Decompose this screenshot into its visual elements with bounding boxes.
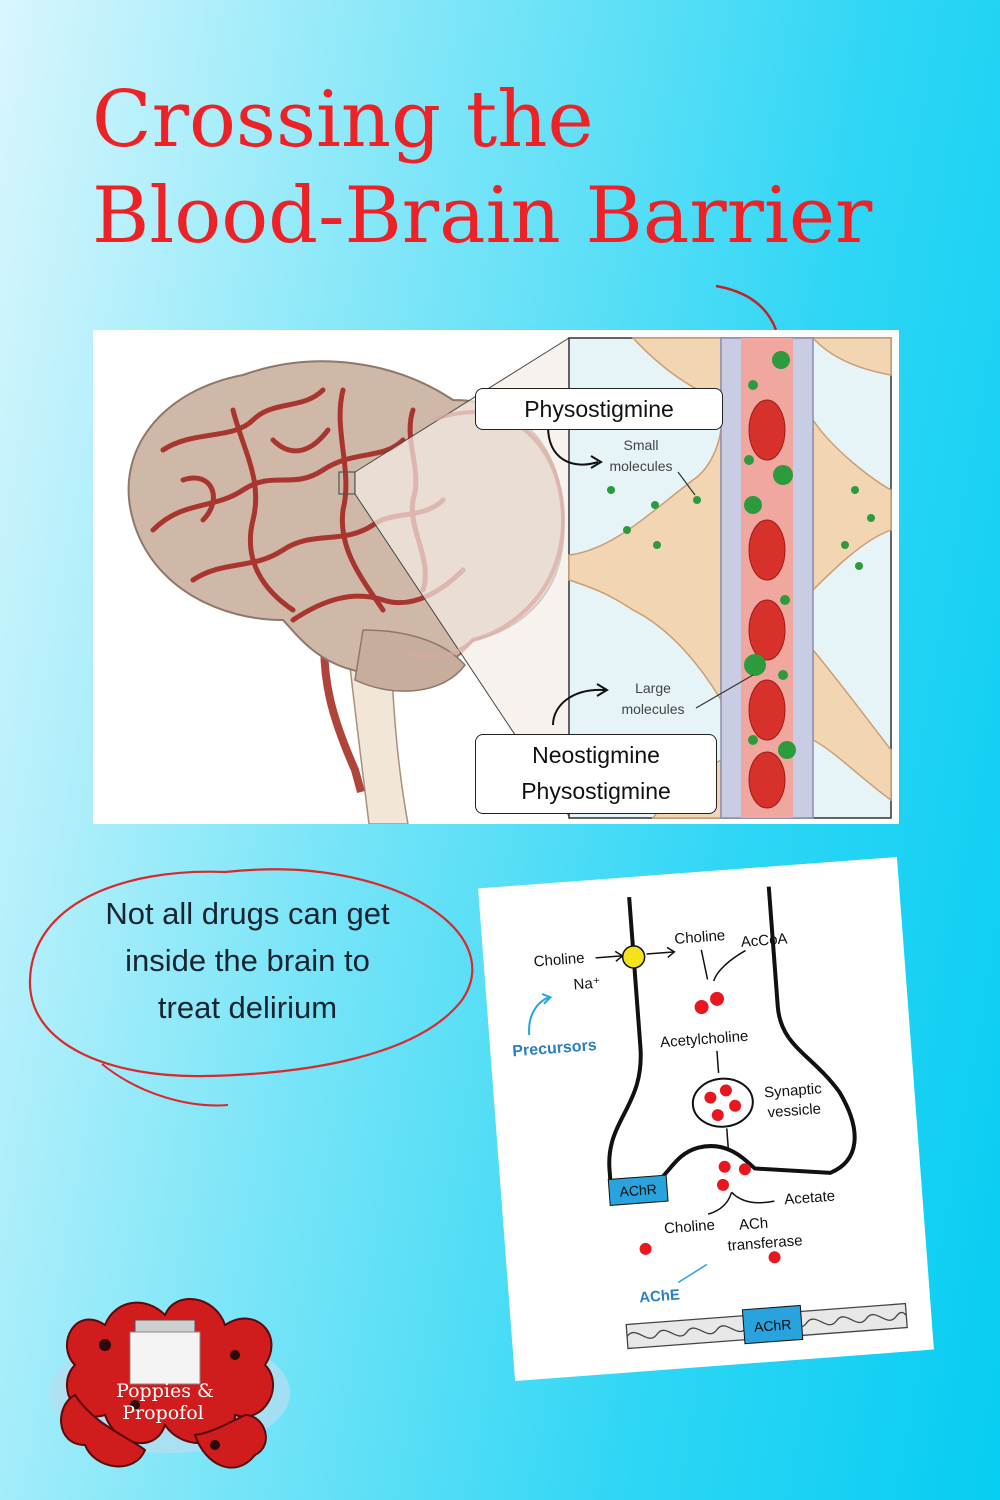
choline-top-label: Choline [674, 927, 726, 948]
small-molecules-label-2: molecules [609, 458, 672, 474]
title-line-2: Blood-Brain Barrier [92, 171, 873, 261]
precursors-label: Precursors [512, 1037, 598, 1060]
synapse-illustration: Choline Na⁺ Precursors Choline AcCoA Ace… [512, 886, 908, 1350]
accoa-label: AcCoA [740, 930, 788, 950]
synaptic-vesicle [691, 1077, 754, 1128]
cerebellum [354, 629, 466, 692]
ache-label: AChE [639, 1286, 681, 1306]
logo-line-1: Poppies & [116, 1380, 214, 1402]
poppies-propofol-logo: Poppies & Propofol [35, 1285, 305, 1485]
achr-bottom-label: AChR [753, 1316, 791, 1335]
physostigmine-text: Physostigmine [524, 396, 674, 422]
ach-transferase-label-2: transferase [727, 1232, 803, 1255]
large-drugs-label: Neostigmine Physostigmine [475, 734, 717, 814]
astrocyte-right-bottom [812, 647, 892, 802]
choline-bottom-label: Choline [663, 1217, 715, 1238]
achr-left-label: AChR [619, 1181, 657, 1200]
page-title: Crossing the Blood-Brain Barrier [92, 72, 872, 264]
choline-in-label: Choline [533, 950, 585, 971]
callout-bubble [28, 868, 474, 1107]
red-blood-cells [748, 399, 786, 809]
acetylcholine-dots [694, 991, 725, 1015]
achr-bottom [741, 1304, 804, 1345]
acetate-label: Acetate [784, 1188, 836, 1209]
sodium-label: Na⁺ [573, 975, 601, 994]
small-molecules-label-1: Small [623, 437, 658, 453]
ach-transferase-label-1: ACh [738, 1215, 768, 1234]
presynaptic-terminal [607, 886, 857, 1192]
logo-line-2: Propofol [122, 1402, 203, 1424]
poppy-logo-art: Poppies & Propofol [50, 1298, 290, 1469]
bbb-illustration: Small molecules Large molecules [127, 337, 892, 825]
released-ach [639, 1160, 781, 1264]
title-arrow [715, 284, 778, 331]
synaptic-label-1: Synaptic [764, 1080, 823, 1101]
large-molecules-label-2: molecules [621, 701, 684, 717]
astrocyte-right [812, 417, 892, 592]
large-molecules-label-1: Large [635, 680, 671, 696]
neostigmine-text: Neostigmine [532, 742, 660, 768]
acetylcholine-label: Acetylcholine [660, 1028, 749, 1052]
molecules [607, 351, 875, 759]
synapse-figure: Choline Na⁺ Precursors Choline AcCoA Ace… [478, 856, 934, 1382]
choline-transporter [621, 945, 646, 969]
achr-left [607, 1174, 669, 1206]
bbb-figure: Small molecules Large molecules Physosti… [93, 330, 899, 825]
callout-text: Not all drugs can get inside the brain t… [105, 896, 390, 1025]
synaptic-label-2: vessicle [767, 1100, 821, 1121]
physostigmine-text-2: Physostigmine [521, 778, 671, 804]
physostigmine-label: Physostigmine [475, 388, 723, 430]
vesicle-ach [704, 1084, 742, 1122]
title-line-1: Crossing the [92, 75, 594, 165]
